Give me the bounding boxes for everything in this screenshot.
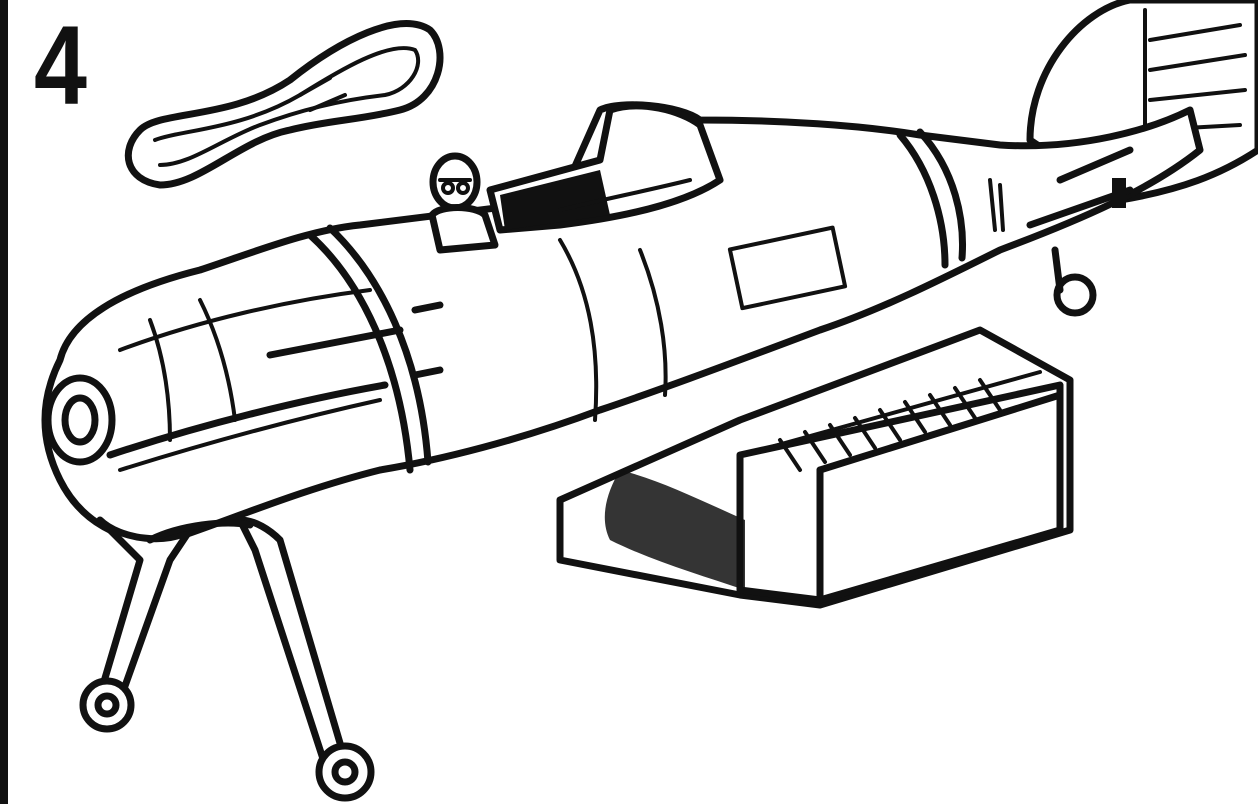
pilot-figure bbox=[432, 156, 495, 250]
rubber-band bbox=[128, 24, 440, 185]
stand-legs bbox=[83, 520, 371, 798]
